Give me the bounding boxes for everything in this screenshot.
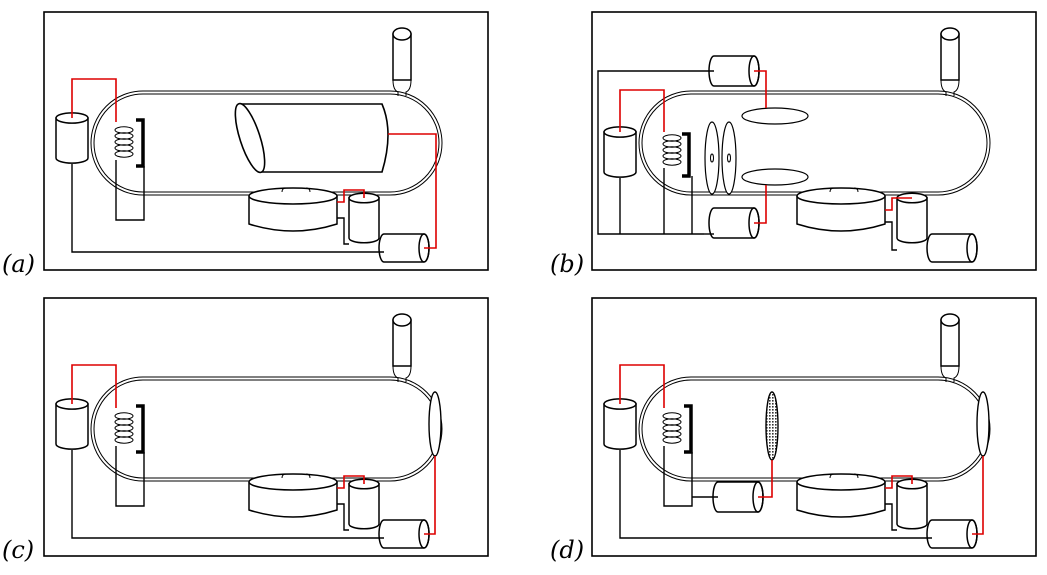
vacuum-envelope: [90, 90, 443, 196]
deflector-plate-top: [741, 107, 809, 125]
panel-label-b: (b): [550, 250, 585, 278]
panel-frame: [43, 11, 489, 271]
supply-cylinder: [926, 233, 978, 263]
diagram-panel-c: [43, 297, 489, 557]
panel-label-c: (c): [2, 536, 35, 564]
collector-bowl: [248, 473, 338, 518]
wire-red: [754, 70, 767, 108]
wire-red: [972, 456, 984, 535]
grid-supply: [712, 481, 764, 513]
bias-cylinder: [348, 192, 380, 244]
panel-label-d: (d): [550, 536, 585, 564]
bias-cylinder: [896, 478, 928, 530]
panel-frame: [591, 297, 1037, 557]
wire-black: [885, 503, 897, 531]
collector-plate: [976, 391, 990, 457]
cathode: [682, 132, 691, 178]
pump-tube: [392, 313, 412, 382]
wire-black: [71, 164, 384, 253]
bottom-plate-supply: [708, 207, 760, 239]
cathode: [136, 404, 145, 454]
wire-red: [388, 133, 437, 249]
heater-supply: [55, 398, 89, 450]
diagram-panel-d: [591, 297, 1037, 557]
collector-bowl: [796, 187, 886, 232]
wire-red: [337, 475, 365, 489]
wire-black: [115, 160, 145, 221]
heater-coil: [114, 412, 134, 444]
supply-cylinder: [378, 519, 430, 549]
wire-red: [424, 456, 436, 535]
cathode: [136, 118, 145, 168]
wire-black: [885, 221, 897, 251]
heater-coil: [662, 134, 682, 166]
supply-cylinder: [926, 519, 978, 549]
panel-frame: [43, 297, 489, 557]
heater-coil: [114, 126, 134, 158]
deflector-plate-bottom: [741, 168, 809, 186]
wire-red: [885, 197, 912, 211]
heater-supply: [55, 112, 89, 164]
diagram-panel-a: [43, 11, 489, 271]
supply-cylinder: [378, 233, 430, 263]
vacuum-envelope: [638, 90, 991, 196]
wire-red: [758, 460, 773, 498]
panel-frame: [591, 11, 1037, 271]
wire-red: [885, 475, 913, 489]
wire-red: [619, 364, 665, 408]
wire-black: [619, 450, 932, 539]
wire-black: [71, 450, 384, 539]
aperture-disc-2: [721, 121, 737, 195]
panel-label-a: (a): [2, 250, 36, 278]
cathode: [684, 404, 693, 454]
grid-electrode: [765, 391, 779, 461]
wire-red: [71, 78, 117, 122]
collector-bowl: [248, 187, 338, 232]
aperture-disc-1: [704, 121, 720, 195]
heater-supply: [603, 398, 637, 450]
wire-black: [337, 217, 349, 245]
wire-red: [71, 364, 117, 408]
drift-tube: [234, 102, 389, 174]
collector-plate: [428, 391, 442, 457]
wire-black: [597, 70, 714, 235]
wire-black: [337, 503, 349, 531]
pump-tube: [392, 27, 412, 96]
pump-tube: [940, 27, 960, 96]
top-plate-supply: [708, 55, 760, 87]
wire-red: [754, 185, 767, 224]
bias-cylinder: [348, 478, 380, 530]
collector-bowl: [796, 473, 886, 518]
wire-black: [115, 446, 145, 507]
pump-tube: [940, 313, 960, 382]
diagram-panel-b: [591, 11, 1037, 271]
wire-red: [337, 189, 365, 203]
bias-cylinder: [896, 192, 928, 244]
heater-supply: [603, 126, 637, 178]
wire-black: [663, 446, 693, 507]
wire-red: [619, 89, 665, 132]
heater-coil: [662, 412, 682, 444]
